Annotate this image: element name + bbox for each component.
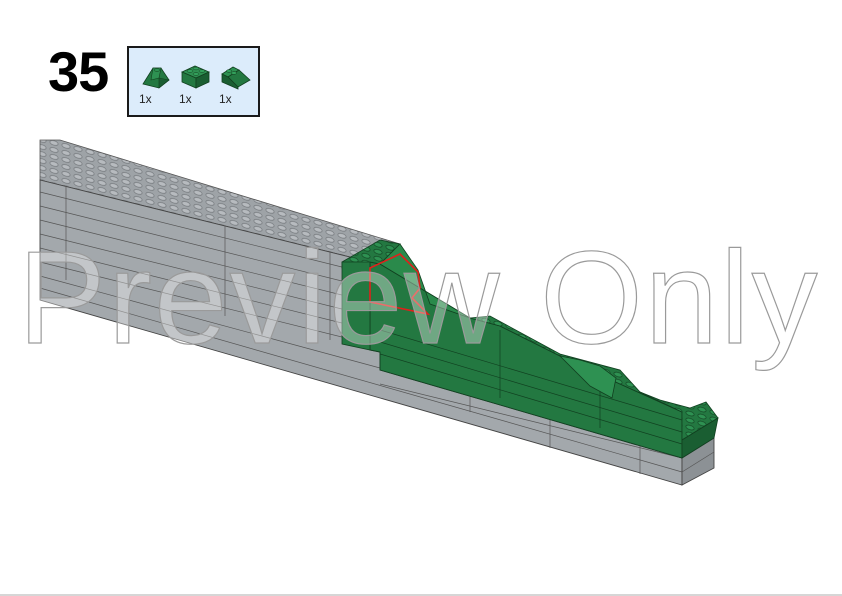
new-part-highlight [369,253,431,316]
part-qty: 1x [139,92,152,106]
step-number: 35 [48,40,109,103]
green-terrain [341,239,719,459]
brick-2x2-icon [181,65,210,89]
part-slope-corner: 1x [139,62,175,112]
slope-corner-icon [142,67,170,89]
parts-callout: 1x 1x 1x [127,46,260,117]
part-qty: 1x [179,92,192,106]
part-slope-2x2: 1x [219,62,255,112]
part-brick-2x2: 1x [179,62,215,112]
slope-2x2-icon [221,66,251,90]
page-divider [0,594,842,596]
part-qty: 1x [219,92,232,106]
